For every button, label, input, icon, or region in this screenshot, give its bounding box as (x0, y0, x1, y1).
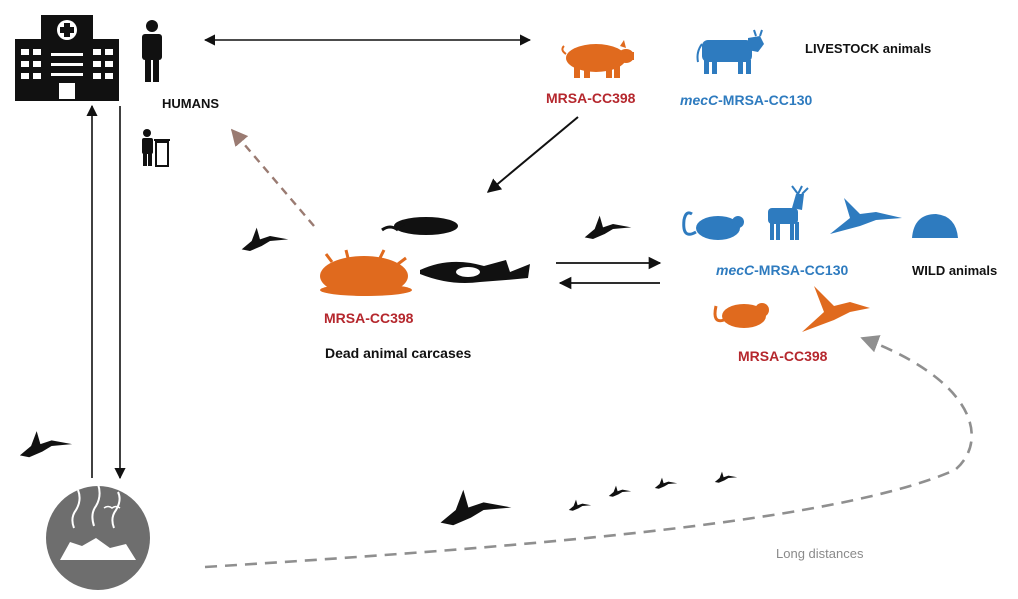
worker-icon (142, 129, 170, 166)
flying-bird-icon-small-4 (715, 472, 737, 483)
flying-bird-icon-small-3 (655, 478, 677, 489)
carcass-icon (320, 250, 412, 296)
mecc-livestock-label: mecC-MRSA-CC130 (680, 92, 812, 108)
flying-stork-icon-left (20, 431, 72, 457)
mrsa-wild-label: MRSA-CC398 (738, 348, 827, 364)
mrsa-livestock-label: MRSA-CC398 (546, 90, 635, 106)
rat-icon-orange (715, 303, 769, 328)
flying-bird-icon-blue (830, 198, 902, 234)
dashed-arrow-long-distance (205, 338, 972, 567)
bird-carcass-icon (382, 217, 458, 235)
wild-label: WILD animals (912, 263, 997, 278)
long-distances-label: Long distances (776, 546, 863, 561)
dashed-arrow-carcass-humans (232, 130, 314, 226)
flying-bird-icon-small-2 (609, 486, 631, 497)
cow-icon (698, 30, 765, 74)
humans-label: HUMANS (162, 96, 219, 111)
landfill-icon (46, 484, 150, 590)
flying-bird-icon-small-1 (569, 500, 591, 511)
hospital-icon (15, 15, 119, 101)
pig-icon (562, 40, 634, 78)
arrow-livestock-carcass (488, 117, 578, 192)
vulture-icon (242, 228, 289, 251)
mecc-wild-suffix: -MRSA-CC130 (754, 262, 848, 278)
carcasses-label: Dead animal carcases (325, 345, 471, 361)
person-icon (142, 20, 162, 82)
deer-icon (768, 186, 808, 240)
hedgehog-icon (912, 214, 958, 238)
mecc-livestock-prefix: mecC (680, 92, 718, 108)
flying-stork-icon-large (441, 490, 512, 525)
flying-bird-icon-orange (802, 286, 870, 332)
mouse-icon (684, 213, 744, 240)
mecc-livestock-suffix: -MRSA-CC130 (718, 92, 812, 108)
mecc-wild-label: mecC-MRSA-CC130 (716, 262, 848, 278)
livestock-label: LIVESTOCK animals (805, 41, 931, 56)
mrsa-carcass-label: MRSA-CC398 (324, 310, 413, 326)
flying-bird-icon-middle (585, 216, 632, 239)
fish-carcass-icon (420, 260, 530, 283)
mecc-wild-prefix: mecC (716, 262, 754, 278)
